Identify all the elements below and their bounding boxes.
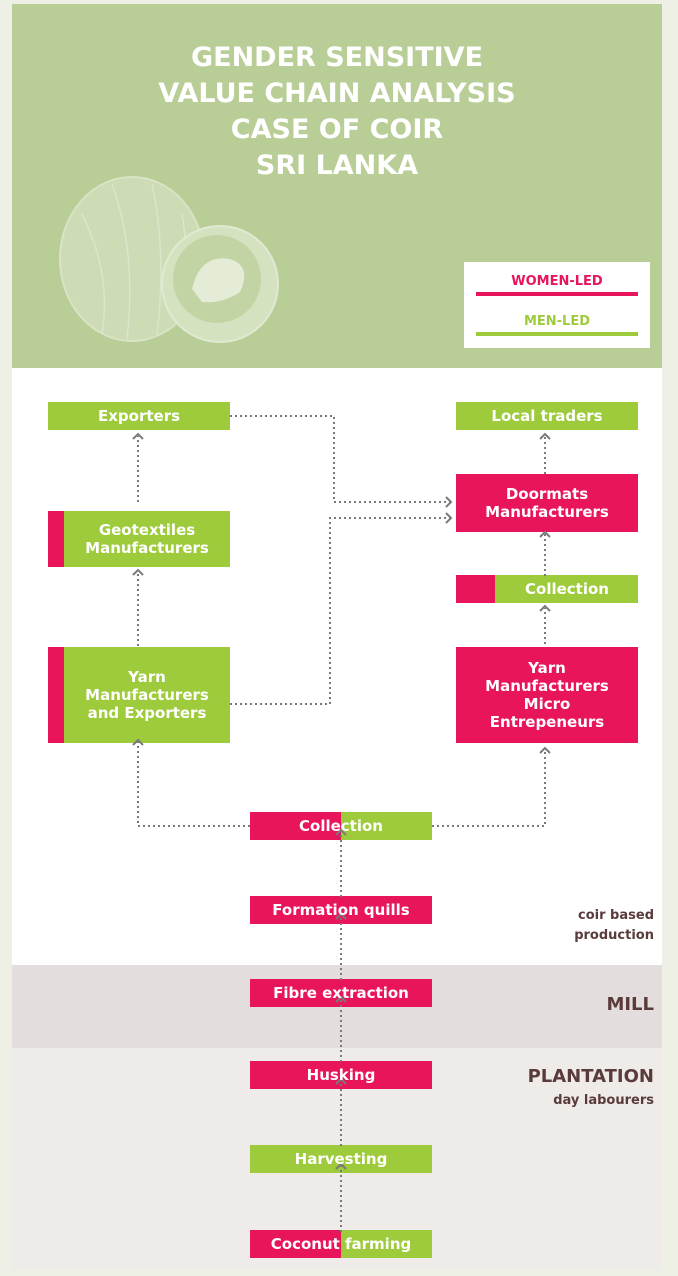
header-panel: GENDER SENSITIVE VALUE CHAIN ANALYSIS CA… <box>12 4 662 368</box>
legend: WOMEN-LED MEN-LED <box>464 262 650 348</box>
node-coconut-farming: Coconut farming <box>250 1230 432 1258</box>
node-collection-right: Collection <box>456 575 638 603</box>
title-line-2: VALUE CHAIN ANALYSIS <box>158 78 516 109</box>
node-local-traders-label: Local traders <box>491 407 603 425</box>
node-doormats-manufacturers: Doormats Manufacturers <box>456 474 638 532</box>
mill-label: MILL <box>606 994 654 1015</box>
node-yarn-micro-entrepreneurs: Yarn Manufacturers Micro Entrepeneurs <box>456 647 638 743</box>
legend-women-led-label: WOMEN-LED <box>511 274 603 289</box>
legend-women-led-swatch <box>476 292 638 296</box>
node-yarn-manufacturers-exporters: Yarn Manufacturers and Exporters <box>48 647 230 743</box>
coir-based-production-label: coir based production <box>574 908 654 943</box>
node-husking-label: Husking <box>306 1066 376 1084</box>
dotted-lines <box>137 415 546 1232</box>
node-exporters: Exporters <box>48 402 230 430</box>
node-harvesting-label: Harvesting <box>294 1150 388 1168</box>
chevron-up-arrow-icon <box>132 432 551 1170</box>
legend-men-led-swatch <box>476 332 638 336</box>
node-geotextiles-label: Geotextiles Manufacturers <box>85 521 209 557</box>
node-harvesting: Harvesting <box>250 1145 432 1173</box>
plantation-label: PLANTATION <box>527 1066 654 1087</box>
infographic-title: GENDER SENSITIVE VALUE CHAIN ANALYSIS CA… <box>12 40 662 184</box>
title-line-4: SRI LANKA <box>255 150 419 181</box>
legend-men-led-label: MEN-LED <box>523 314 591 329</box>
node-fibre-extraction-label: Fibre extraction <box>273 984 409 1002</box>
node-coconut-farming-label: Coconut farming <box>270 1235 412 1253</box>
title-line-1: GENDER SENSITIVE <box>190 42 484 73</box>
infographic-frame: GENDER SENSITIVE VALUE CHAIN ANALYSIS CA… <box>12 4 662 1270</box>
node-doormats-manufacturers-label: Doormats Manufacturers <box>485 485 609 521</box>
node-yarn-manufacturers-exporters-label: Yarn Manufacturers and Exporters <box>85 668 209 722</box>
node-collection-right-label: Collection <box>525 580 609 598</box>
day-labourers-label: day labourers <box>553 1093 654 1108</box>
node-geotextiles: Geotextiles Manufacturers <box>48 511 230 567</box>
flow-connectors <box>132 415 551 1232</box>
coconut-illustration-icon <box>59 176 279 343</box>
node-collection-center-label: Collection <box>299 817 383 835</box>
node-fibre-extraction: Fibre extraction <box>250 979 432 1007</box>
node-formation-quills-label: Formation quills <box>272 901 410 919</box>
node-collection-center: Collection <box>250 812 432 840</box>
title-line-3: CASE OF COIR <box>230 114 444 145</box>
node-local-traders: Local traders <box>456 402 638 430</box>
node-exporters-label: Exporters <box>97 407 181 425</box>
node-yarn-micro-entrepreneurs-label: Yarn Manufacturers Micro Entrepeneurs <box>485 659 609 731</box>
